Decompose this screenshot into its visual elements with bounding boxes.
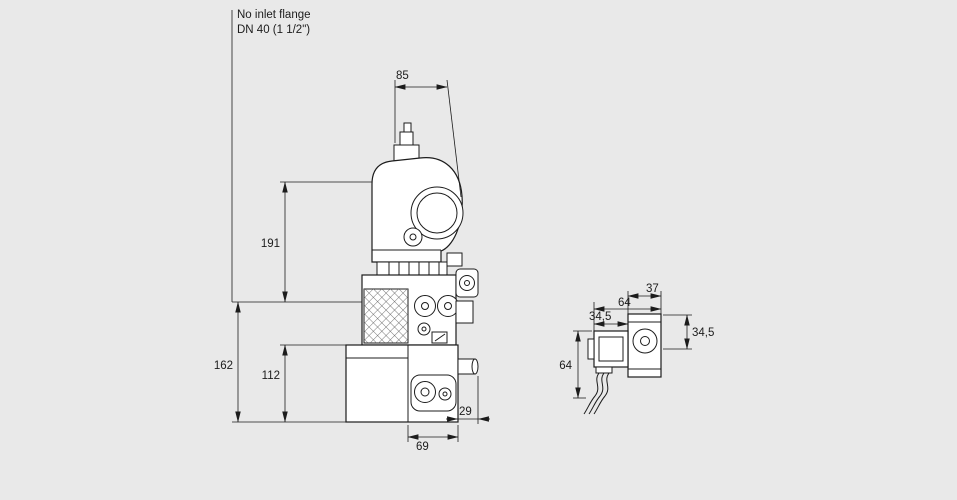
port-circle-2-center [444,302,452,310]
base-circle-2 [438,387,452,401]
sight-hole-center [409,233,417,241]
pressure-tap-slash [434,333,446,342]
sight-hole [403,227,423,247]
dim-side-top-width-label: 64 [618,297,631,309]
valve-body [361,268,479,346]
dim-side-right-height-label: 34,5 [692,327,714,339]
cable-strand-3 [593,372,610,415]
port-circle-3 [417,322,431,336]
valve-neck [376,252,463,276]
dim-plug-width-label: 34,5 [589,311,611,323]
din-plug [587,330,629,374]
ext-85-right [446,79,462,198]
dim-upper-height-label: 191 [261,238,280,250]
diaphragm-circle-inner [416,192,458,234]
dim-side-left-height-label: 64 [559,360,572,372]
side-dimensions [573,291,692,399]
base-circle-1 [414,381,436,403]
main-dimensions [231,10,490,442]
port-circle-1-center [421,302,429,310]
note-dn-size: DN 40 (1 1/2") [237,24,310,36]
solenoid-body [627,313,662,378]
cable-strand-1 [583,372,600,415]
main-view: No inlet flange DN 40 (1 1/2") 85 191 16… [214,9,490,453]
strainer-mesh [364,289,408,343]
base-circle-1-center [420,387,430,397]
port-circle-1 [414,295,436,317]
dim-outlet-depth-label: 29 [459,406,472,418]
cable [583,372,610,415]
side-tag [446,252,463,267]
port-circle-2 [437,295,459,317]
base-circle-2-center [442,391,448,397]
right-attachment-lower [455,300,474,324]
cable-gland [595,366,613,374]
cable-strand-2 [588,372,605,415]
dim-lower-height-label: 112 [262,370,280,382]
neck-ribs [388,262,440,275]
dim-total-height-label: 162 [214,360,233,372]
port-circle-3-center [421,326,427,332]
neck-band [376,261,448,276]
valve-actuator [371,122,464,263]
valve-base [345,344,479,423]
coil-circle [632,328,658,354]
plug-screw-boss [587,338,595,360]
top-cap-small [399,131,414,146]
outlet-stub-cap [471,358,479,375]
right-attachment-circle [459,275,475,291]
dim-top-width-label: 85 [396,70,409,82]
dim-bottom-width-label: 69 [416,441,429,453]
side-view: 34,5 37 64 34,5 64 [559,283,714,415]
dim-step-width-label: 37 [646,283,659,295]
right-attachment-center [464,280,470,286]
top-stem [403,122,412,133]
plug-inner [598,336,624,362]
note-no-inlet-flange: No inlet flange [237,9,311,21]
coil-circle-center [640,336,650,346]
diaphragm-circle-outer [410,186,464,240]
